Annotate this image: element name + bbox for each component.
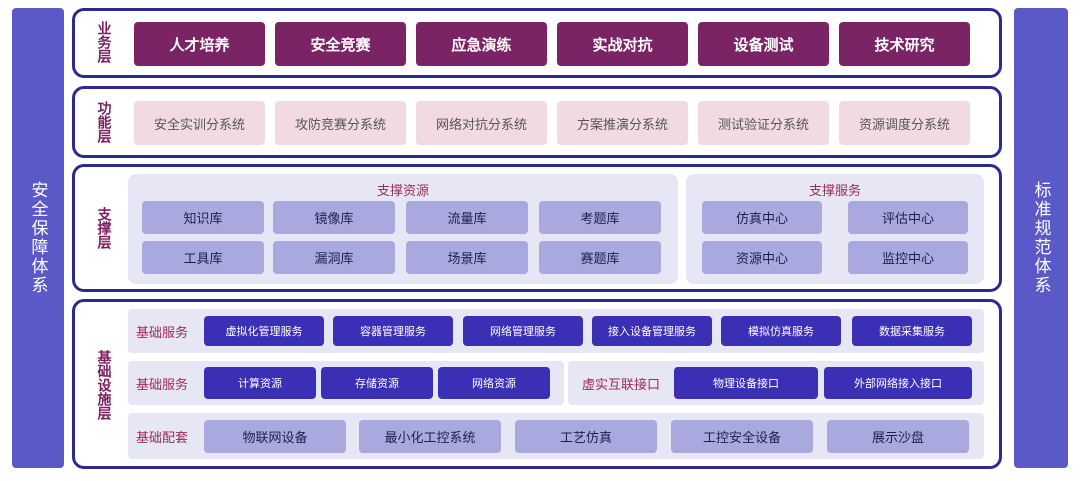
service-item: 监控中心: [848, 241, 968, 274]
infra-interface: 外部网络接入接口: [824, 367, 972, 399]
business-item: 安全竞赛: [275, 22, 406, 66]
support-services-title: 支撑服务: [808, 184, 861, 199]
resource-item: 镜像库: [273, 201, 395, 234]
security-assurance-label: 安全保障体系: [27, 181, 48, 295]
service-item: 资源中心: [702, 241, 822, 274]
infra-resource: 网络资源: [438, 367, 550, 399]
infrastructure-layer-title: 基础设施层: [95, 350, 112, 420]
support-resources-title: 支撑资源: [376, 184, 429, 199]
resource-item: 工具库: [142, 241, 264, 274]
function-layer-title: 功能层: [95, 101, 112, 143]
function-item: 测试验证分系统: [698, 101, 829, 145]
business-item: 技术研究: [839, 22, 970, 66]
infra-interface: 物理设备接口: [674, 367, 818, 399]
function-item: 安全实训分系统: [134, 101, 265, 145]
service-item: 仿真中心: [702, 201, 822, 234]
business-layer-title: 业务层: [95, 21, 112, 63]
infra-service: 数据采集服务: [852, 316, 972, 346]
business-item: 人才培养: [134, 22, 265, 66]
function-item: 攻防竞赛分系统: [275, 101, 406, 145]
infra-equipment: 工艺仿真: [515, 420, 657, 453]
infra-service: 接入设备管理服务: [592, 316, 712, 346]
business-item: 实战对抗: [557, 22, 688, 66]
resource-item: 漏洞库: [273, 241, 395, 274]
infra-row-1-label: 基础服务: [136, 325, 189, 341]
infra-service: 容器管理服务: [333, 316, 453, 346]
infra-equipment: 物联网设备: [204, 420, 346, 453]
resource-item: 考题库: [539, 201, 661, 234]
function-item: 方案推演分系统: [557, 101, 688, 145]
infra-row-3-label: 基础配套: [136, 430, 189, 446]
business-item: 设备测试: [698, 22, 829, 66]
infra-equipment: 展示沙盘: [827, 420, 969, 453]
infra-service: 网络管理服务: [463, 316, 583, 346]
resource-item: 知识库: [142, 201, 264, 234]
service-item: 评估中心: [848, 201, 968, 234]
infra-row-2-label: 基础服务: [136, 377, 189, 393]
infra-equipment: 工控安全设备: [671, 420, 813, 453]
infra-service: 模拟仿真服务: [721, 316, 841, 346]
resource-item: 赛题库: [539, 241, 661, 274]
infra-equipment: 最小化工控系统: [359, 420, 501, 453]
infra-resource: 计算资源: [204, 367, 316, 399]
security-assurance-pillar: 安全保障体系: [12, 8, 64, 468]
support-layer-title: 支撑层: [95, 207, 112, 249]
infra-service: 虚拟化管理服务: [204, 316, 324, 346]
function-item: 资源调度分系统: [839, 101, 970, 145]
business-item: 应急演练: [416, 22, 547, 66]
resource-item: 流量库: [406, 201, 528, 234]
function-item: 网络对抗分系统: [416, 101, 547, 145]
standards-label: 标准规范体系: [1030, 181, 1051, 295]
resource-item: 场景库: [406, 241, 528, 274]
infra-row-2b-label: 虚实互联接口: [582, 377, 661, 393]
infra-resource: 存储资源: [321, 367, 433, 399]
standards-pillar: 标准规范体系: [1014, 8, 1068, 468]
